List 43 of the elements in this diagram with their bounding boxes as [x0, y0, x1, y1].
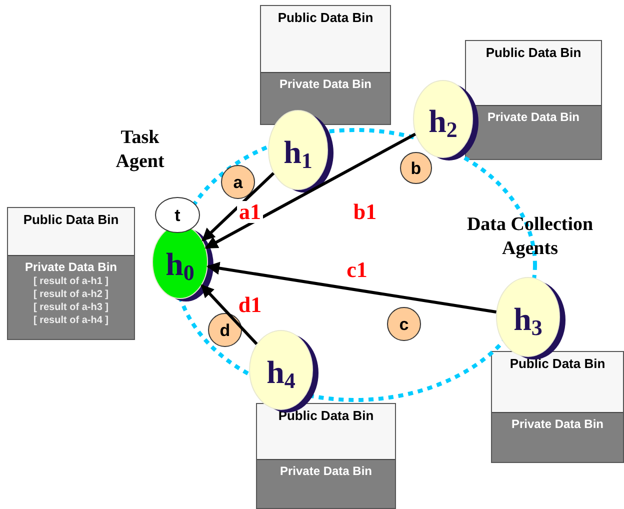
- tag-circle: [387, 307, 421, 341]
- agent-ellipse: [413, 80, 479, 161]
- bin-title: Public Data Bin: [278, 10, 374, 27]
- result-entry: [ result of a-h1 ]: [33, 275, 108, 288]
- edge-label: a1: [237, 201, 263, 223]
- result-entry: [ result of a-h4 ]: [33, 314, 108, 327]
- bin-title: Public Data Bin: [510, 356, 606, 373]
- agent-label: a: [233, 174, 243, 190]
- agent-label: h$_{2}$: [428, 104, 458, 136]
- bin-title: Private Data Bin: [280, 464, 372, 479]
- result-entry: [ result of a-h3 ]: [33, 301, 108, 314]
- bin-title: Public Data Bin: [23, 212, 119, 229]
- agent-label: c: [399, 316, 409, 332]
- tag-circle: [400, 152, 432, 184]
- bin-title: Private Data Bin: [487, 110, 580, 125]
- agent-label: h$_{1}$: [284, 136, 312, 168]
- arrow: [202, 172, 275, 242]
- agent-label: h$_{0}$: [166, 248, 194, 280]
- bin-title: Public Data Bin: [278, 408, 374, 425]
- tag-circle: [155, 197, 200, 233]
- agent-label: t: [174, 206, 180, 224]
- arrow: [200, 284, 258, 346]
- data-bin: [256, 403, 396, 509]
- data-bin: [491, 351, 624, 463]
- arrow: [206, 262, 496, 314]
- data-bin: [7, 207, 135, 340]
- group-title: Task Agent: [114, 126, 166, 174]
- group-title: Data Collection Agents: [466, 213, 594, 261]
- agent-label: h$_{3}$: [514, 302, 542, 334]
- agent-ellipse: [268, 110, 334, 193]
- result-entry: [ result of a-h2 ]: [33, 288, 108, 301]
- bin-title: Private Data Bin: [511, 417, 604, 432]
- data-bin: [465, 40, 602, 160]
- bin-title: Public Data Bin: [486, 45, 582, 62]
- agent-ellipse: [496, 277, 566, 360]
- data-bin: [260, 5, 391, 125]
- agent-label: h$_{4}$: [266, 356, 296, 388]
- agent-label: b: [410, 160, 422, 176]
- agent-label: d: [220, 322, 230, 338]
- bin-title: Private Data Bin: [24, 260, 118, 275]
- tag-circle: [221, 165, 255, 199]
- tag-circle: [208, 313, 242, 347]
- bin-title: Private Data Bin: [279, 77, 372, 92]
